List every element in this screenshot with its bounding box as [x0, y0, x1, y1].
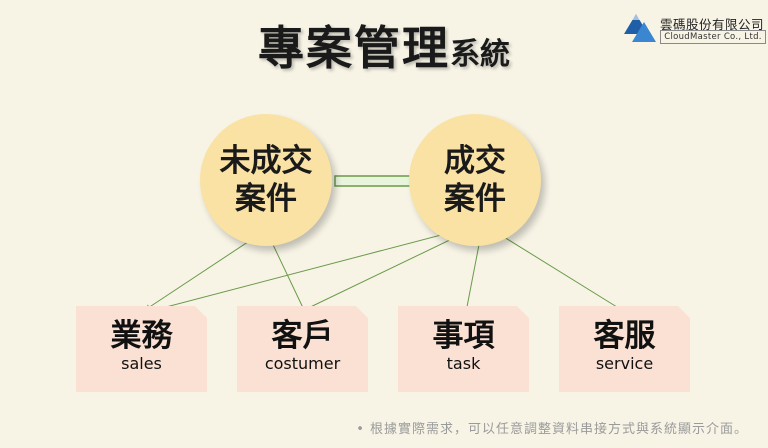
- module-service-zh: 客服: [593, 318, 656, 354]
- node-unclosed-line1: 未成交: [219, 143, 313, 179]
- node-unclosed-case: 未成交案件: [200, 114, 332, 246]
- title-suffix: 系統: [450, 37, 510, 72]
- connector-closed-service: [482, 223, 626, 313]
- connector-unclosed-sales: [144, 229, 267, 311]
- module-sales-en: sales: [121, 354, 162, 373]
- node-unclosed-label: 未成交案件: [216, 142, 316, 218]
- module-customer-zh: 客戶: [271, 318, 334, 354]
- node-closed-label: 成交案件: [425, 142, 525, 218]
- footnote: • 根據實際需求，可以任意調整資料串接方式與系統顯示介面。: [356, 422, 748, 437]
- module-service: 客服 service: [559, 306, 690, 392]
- module-sales-zh: 業務: [110, 318, 173, 354]
- company-name-zh: 雲碼股份有限公司: [660, 17, 765, 32]
- module-service-en: service: [595, 354, 654, 373]
- page-title: 專案管理系統: [0, 12, 768, 78]
- module-customer-en: costumer: [264, 354, 341, 373]
- module-customer: 客戶 costumer: [237, 306, 368, 392]
- node-closed-line2: 案件: [444, 181, 506, 217]
- company-logo: 雲碼股份有限公司 CloudMaster Co., Ltd.: [622, 12, 768, 46]
- module-task-zh: 事項: [432, 318, 495, 354]
- connector-closed-sales: [146, 223, 484, 314]
- company-name-en: CloudMaster Co., Ltd.: [660, 30, 766, 44]
- node-closed-case: 成交案件: [409, 114, 541, 246]
- module-sales: 業務 sales: [76, 306, 207, 392]
- title-main: 專案管理: [258, 21, 450, 75]
- mountain-logo-icon: [624, 14, 656, 42]
- node-unclosed-line2: 案件: [235, 181, 297, 217]
- node-closed-line1: 成交: [444, 143, 506, 179]
- module-task-en: task: [446, 354, 481, 373]
- module-task: 事項 task: [398, 306, 529, 392]
